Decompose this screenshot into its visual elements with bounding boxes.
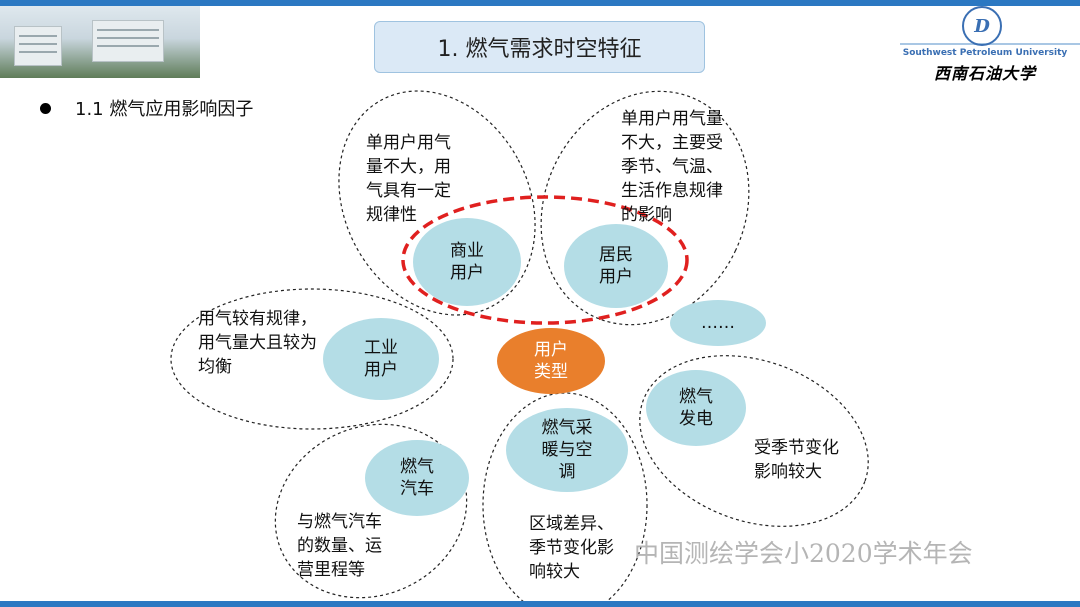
commercial-note: 单用户用气 量不大，用 气具有一定 规律性 xyxy=(366,133,451,225)
residential-node: 居民 用户 xyxy=(564,224,668,308)
highlight-outline xyxy=(401,195,689,325)
watermark: 中国测绘学会小2020学术年会 xyxy=(634,539,973,568)
more-node: …… xyxy=(670,300,766,346)
page-title-text: 1. 燃气需求时空特征 xyxy=(437,37,642,62)
university-name-cn: 西南石油大学 xyxy=(933,64,1036,83)
residential-outline xyxy=(540,90,750,326)
top-bar xyxy=(0,0,1080,6)
commercial-node: 商业 用户 xyxy=(413,218,521,306)
vehicle-node: 燃气 汽车 xyxy=(365,440,469,516)
heating-outline xyxy=(482,392,648,607)
section-label: 1.1 燃气应用影响因子 xyxy=(75,99,254,120)
bullet-icon xyxy=(40,102,51,114)
power-outline xyxy=(639,355,869,527)
section-heading: 1.1 燃气应用影响因子 xyxy=(40,95,253,121)
page-title: 1. 燃气需求时空特征 xyxy=(374,21,705,73)
heating-node: 燃气采 暖与空 调 xyxy=(506,408,628,492)
industrial-note: 用气较有规律， 用气量大且较为 均衡 xyxy=(198,309,317,377)
power-node: 燃气 发电 xyxy=(646,370,746,446)
university-name-en: Southwest Petroleum University xyxy=(902,48,1068,58)
bottom-bar xyxy=(0,601,1080,607)
center-node: 用户 类型 xyxy=(497,328,605,394)
industrial-node: 工业 用户 xyxy=(323,318,439,400)
university-seal-icon: D xyxy=(962,6,1002,46)
campus-photo xyxy=(0,6,200,78)
commercial-outline xyxy=(338,90,536,316)
university-logo: D Southwest Petroleum University 西南石油大学 xyxy=(890,6,1080,83)
power-note: 受季节变化 影响较大 xyxy=(754,438,839,482)
industrial-outline xyxy=(170,288,454,430)
residential-note: 单用户用气量 不大，主要受 季节、气温、 生活作息规律 的影响 xyxy=(621,109,723,225)
vehicle-note: 与燃气汽车 的数量、运 营里程等 xyxy=(297,512,382,580)
heating-note: 区域差异、 季节变化影 响较大 xyxy=(529,514,614,582)
